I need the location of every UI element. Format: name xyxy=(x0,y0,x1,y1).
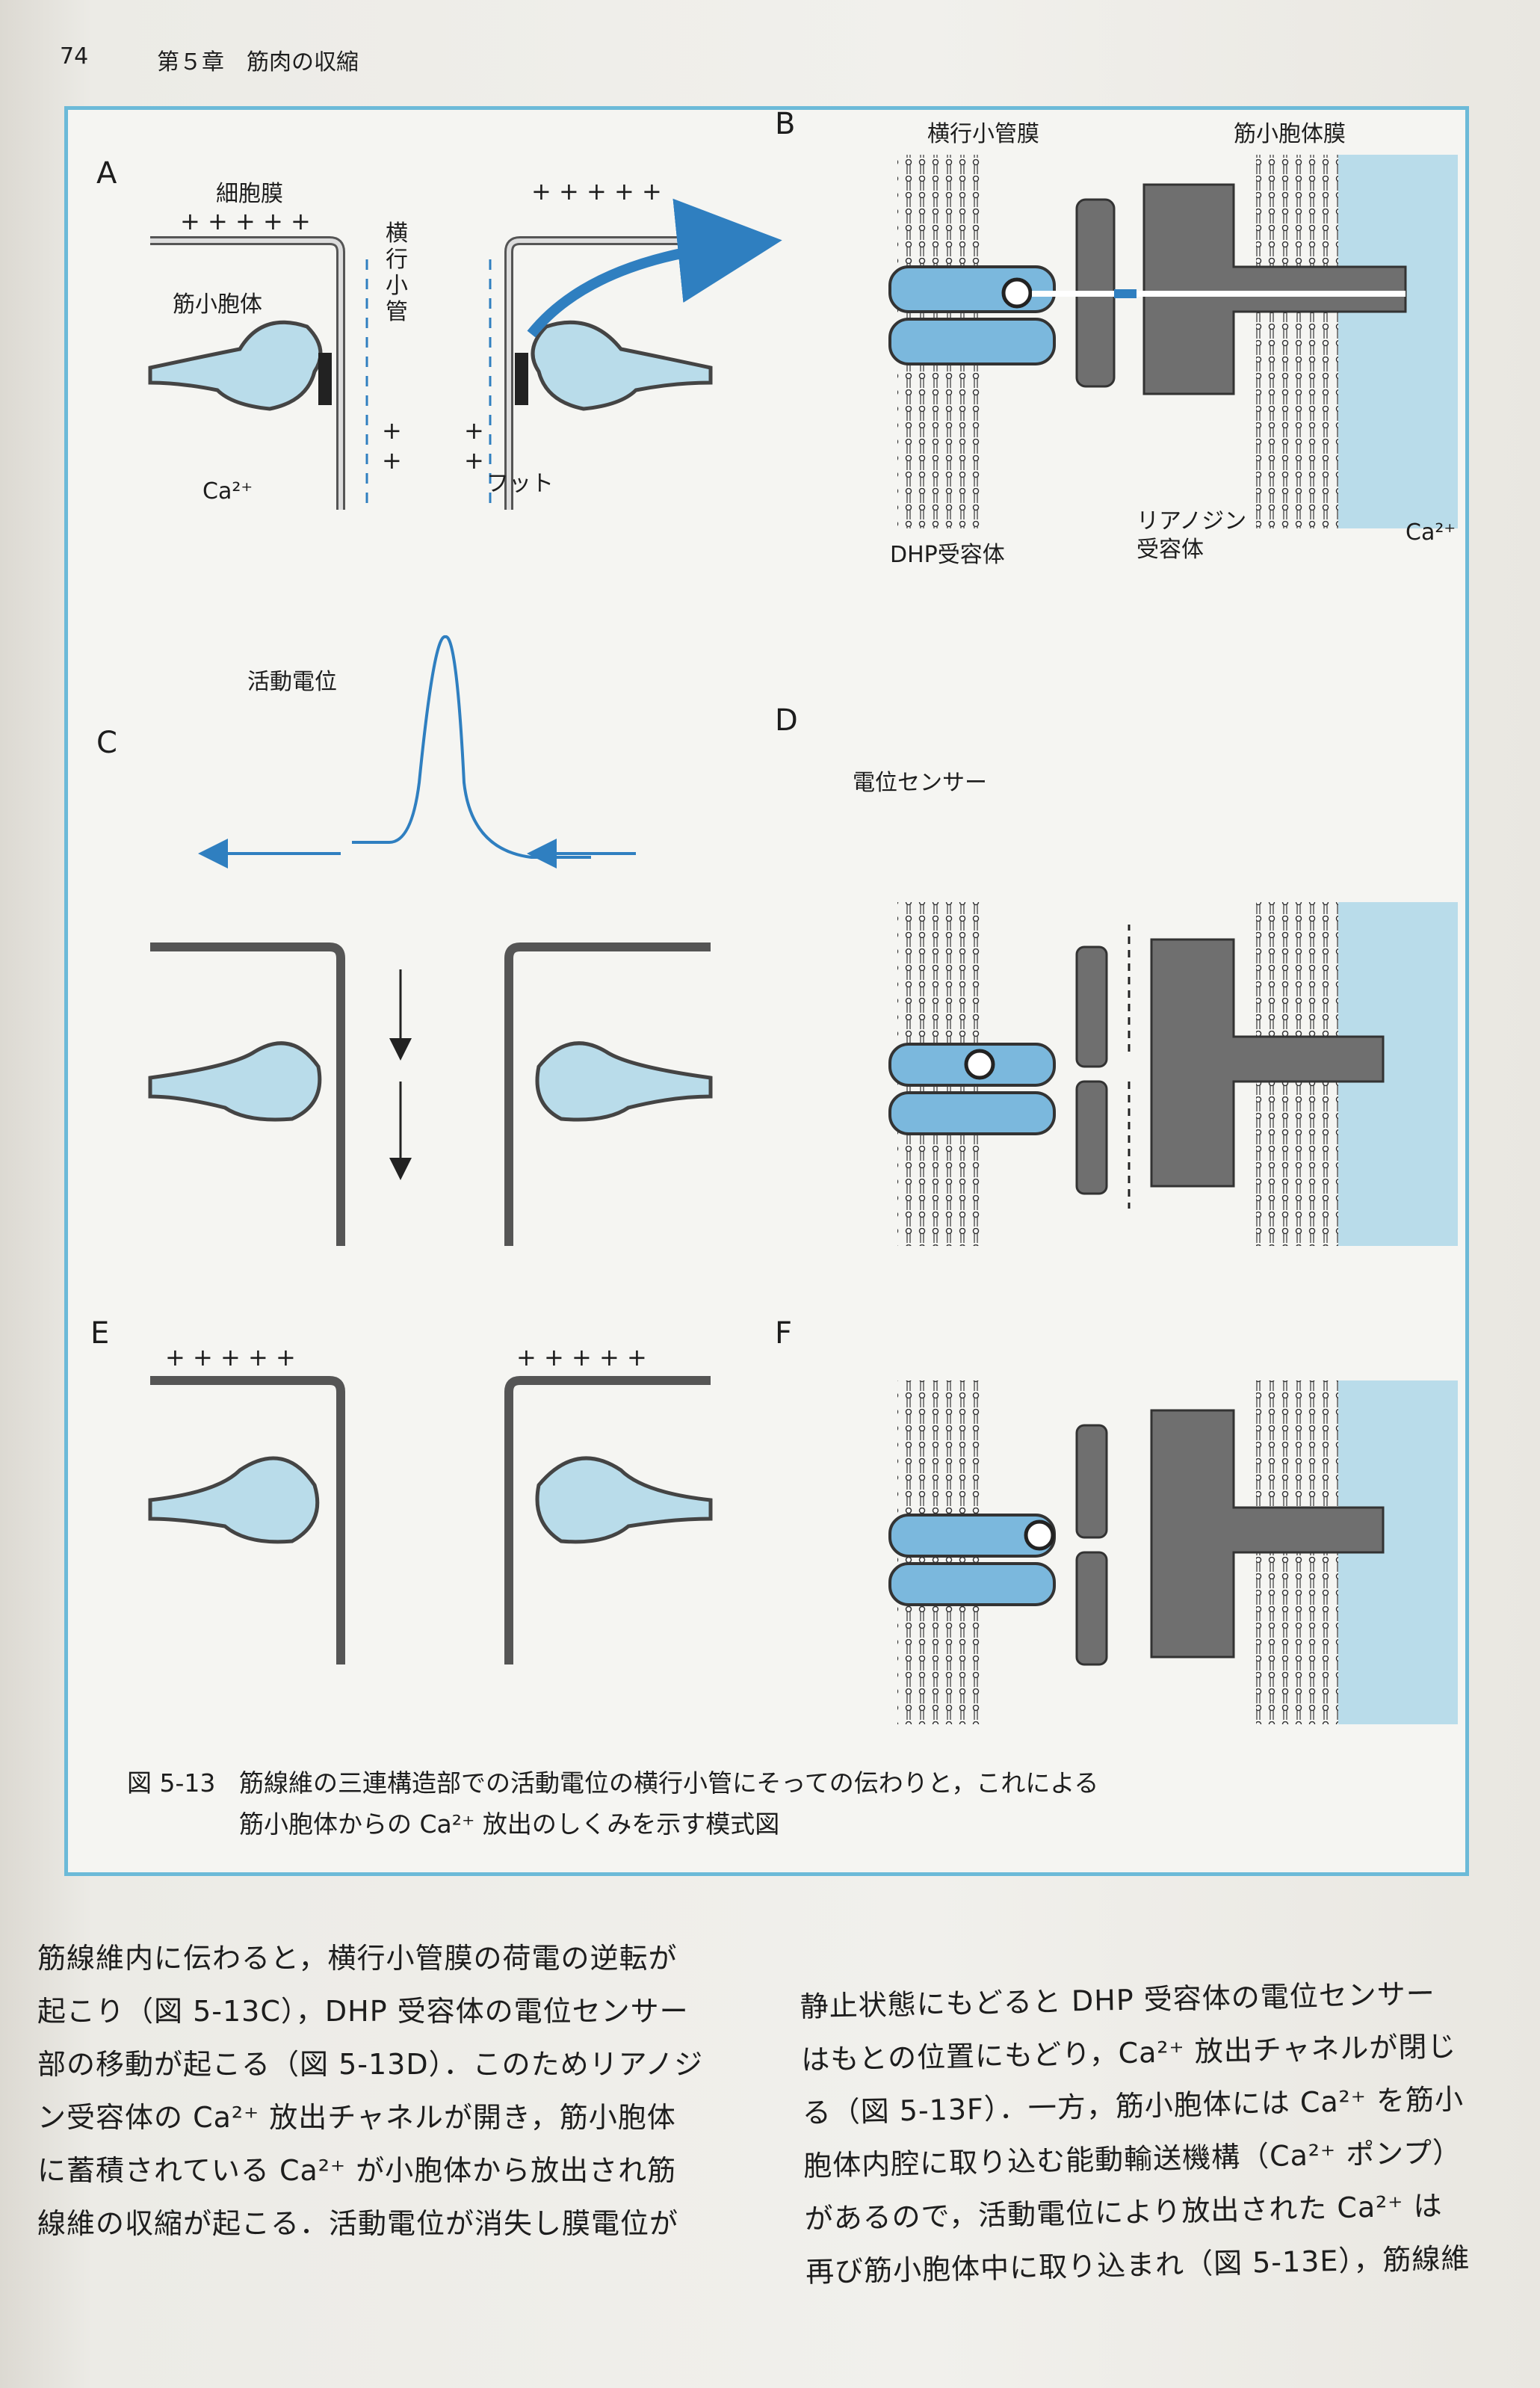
label-cell-membrane: 細胞膜 xyxy=(216,181,283,207)
label-ca-a: Ca²⁺ xyxy=(202,478,253,505)
svg-text:+ + + + +: + + + + + xyxy=(516,1343,647,1372)
label-voltage-sensor: 電位センサー xyxy=(853,770,987,796)
body-line: 部の移動が起こる（図 5-13D）．このためリアノジ xyxy=(37,2048,704,2081)
body-line: 起こり（図 5-13C），DHP 受容体の電位センサー xyxy=(37,1995,689,2028)
panel-label-a: A xyxy=(96,156,117,191)
svg-text:+ + + + +: + + + + + xyxy=(531,177,662,206)
panel-label-d: D xyxy=(775,703,798,738)
chapter-title: 第５章 筋肉の収縮 xyxy=(157,49,359,75)
label-t-tubule-4: 管 xyxy=(386,299,408,325)
figure-frame: A B C D E F + + + + + + + + + + + + + xyxy=(64,106,1469,1876)
caption-line-1: 筋線維の三連構造部での活動電位の横行小管にそっての伝わりと，これによる xyxy=(239,1768,1099,1798)
caption-line-2: 筋小胞体からの Ca²⁺ 放出のしくみを示す模式図 xyxy=(239,1809,780,1839)
body-line: 筋線維内に伝わると，横行小管膜の荷電の逆転が xyxy=(37,1942,678,1975)
svg-text:+: + xyxy=(464,446,484,475)
label-t-tubule-1: 横 xyxy=(386,220,408,247)
zoom-arrow xyxy=(527,198,782,338)
svg-text:+: + xyxy=(464,416,484,445)
figure-illustration: A B C D E F + + + + + + + + + + + + + xyxy=(90,107,1458,1724)
svg-text:+: + xyxy=(382,446,402,475)
label-sr-membrane: 筋小胞体膜 xyxy=(1234,121,1346,147)
figure-number: 図 5-13 xyxy=(127,1768,216,1798)
svg-text:+ + + + +: + + + + + xyxy=(165,1343,296,1372)
label-ryanodine-1: リアノジン xyxy=(1137,508,1246,534)
panel-label-e: E xyxy=(90,1316,109,1351)
body-text-left-column: 筋線維内に伝わると，横行小管膜の荷電の逆転が 起こり（図 5-13C），DHP … xyxy=(37,1932,725,2250)
label-foot: フット xyxy=(486,471,554,497)
panel-label-c: C xyxy=(96,726,117,760)
panel-e-reuptake: + + + + + + + + + + xyxy=(148,1343,713,1664)
label-ca-b: Ca²⁺ xyxy=(1406,519,1456,546)
label-sarcoplasmic-reticulum: 筋小胞体 xyxy=(173,291,262,318)
page-number: 74 xyxy=(60,43,89,70)
figure-caption: 図 5-13 筋線維の三連構造部での活動電位の横行小管にそっての伝わりと，これによ… xyxy=(127,1762,1397,1845)
panel-label-b: B xyxy=(775,110,795,141)
label-t-tubule-2: 行 xyxy=(386,247,408,273)
panel-c-action-potential: 活動電位 xyxy=(148,635,713,1246)
body-line: ン受容体の Ca²⁺ 放出チャネルが開き，筋小胞体 xyxy=(37,2101,676,2134)
svg-text:+ + + + +: + + + + + xyxy=(180,207,311,235)
panel-a-triad: + + + + + + + + + + + + + + 細胞膜 筋小胞体 Ca²… xyxy=(148,177,782,510)
body-text-right-column: 静止状態にもどると DHP 受容体の電位センサー はもとの位置にもどり，Ca²⁺… xyxy=(800,1966,1494,2299)
svg-text:+: + xyxy=(382,416,402,445)
body-line: 線維の収縮が起こる．活動電位が消失し膜電位が xyxy=(37,2207,679,2240)
label-ryanodine-2: 受容体 xyxy=(1137,537,1204,563)
label-dhp-receptor: DHP受容体 xyxy=(890,542,1005,568)
label-t-tubule-membrane: 横行小管膜 xyxy=(927,121,1039,147)
label-action-potential: 活動電位 xyxy=(247,669,337,695)
panel-f-resting xyxy=(888,1380,1458,1724)
panel-d-sensor-moved: 電位センサー xyxy=(853,770,1458,1246)
panel-label-f: F xyxy=(775,1316,792,1351)
panel-b-receptors: 横行小管膜 筋小胞体膜 DHP受容体 リアノジン 受容体 Ca²⁺ xyxy=(888,121,1458,568)
body-line: に蓄積されている Ca²⁺ が小胞体から放出され筋 xyxy=(37,2154,677,2187)
label-t-tubule-3: 小 xyxy=(386,273,408,299)
